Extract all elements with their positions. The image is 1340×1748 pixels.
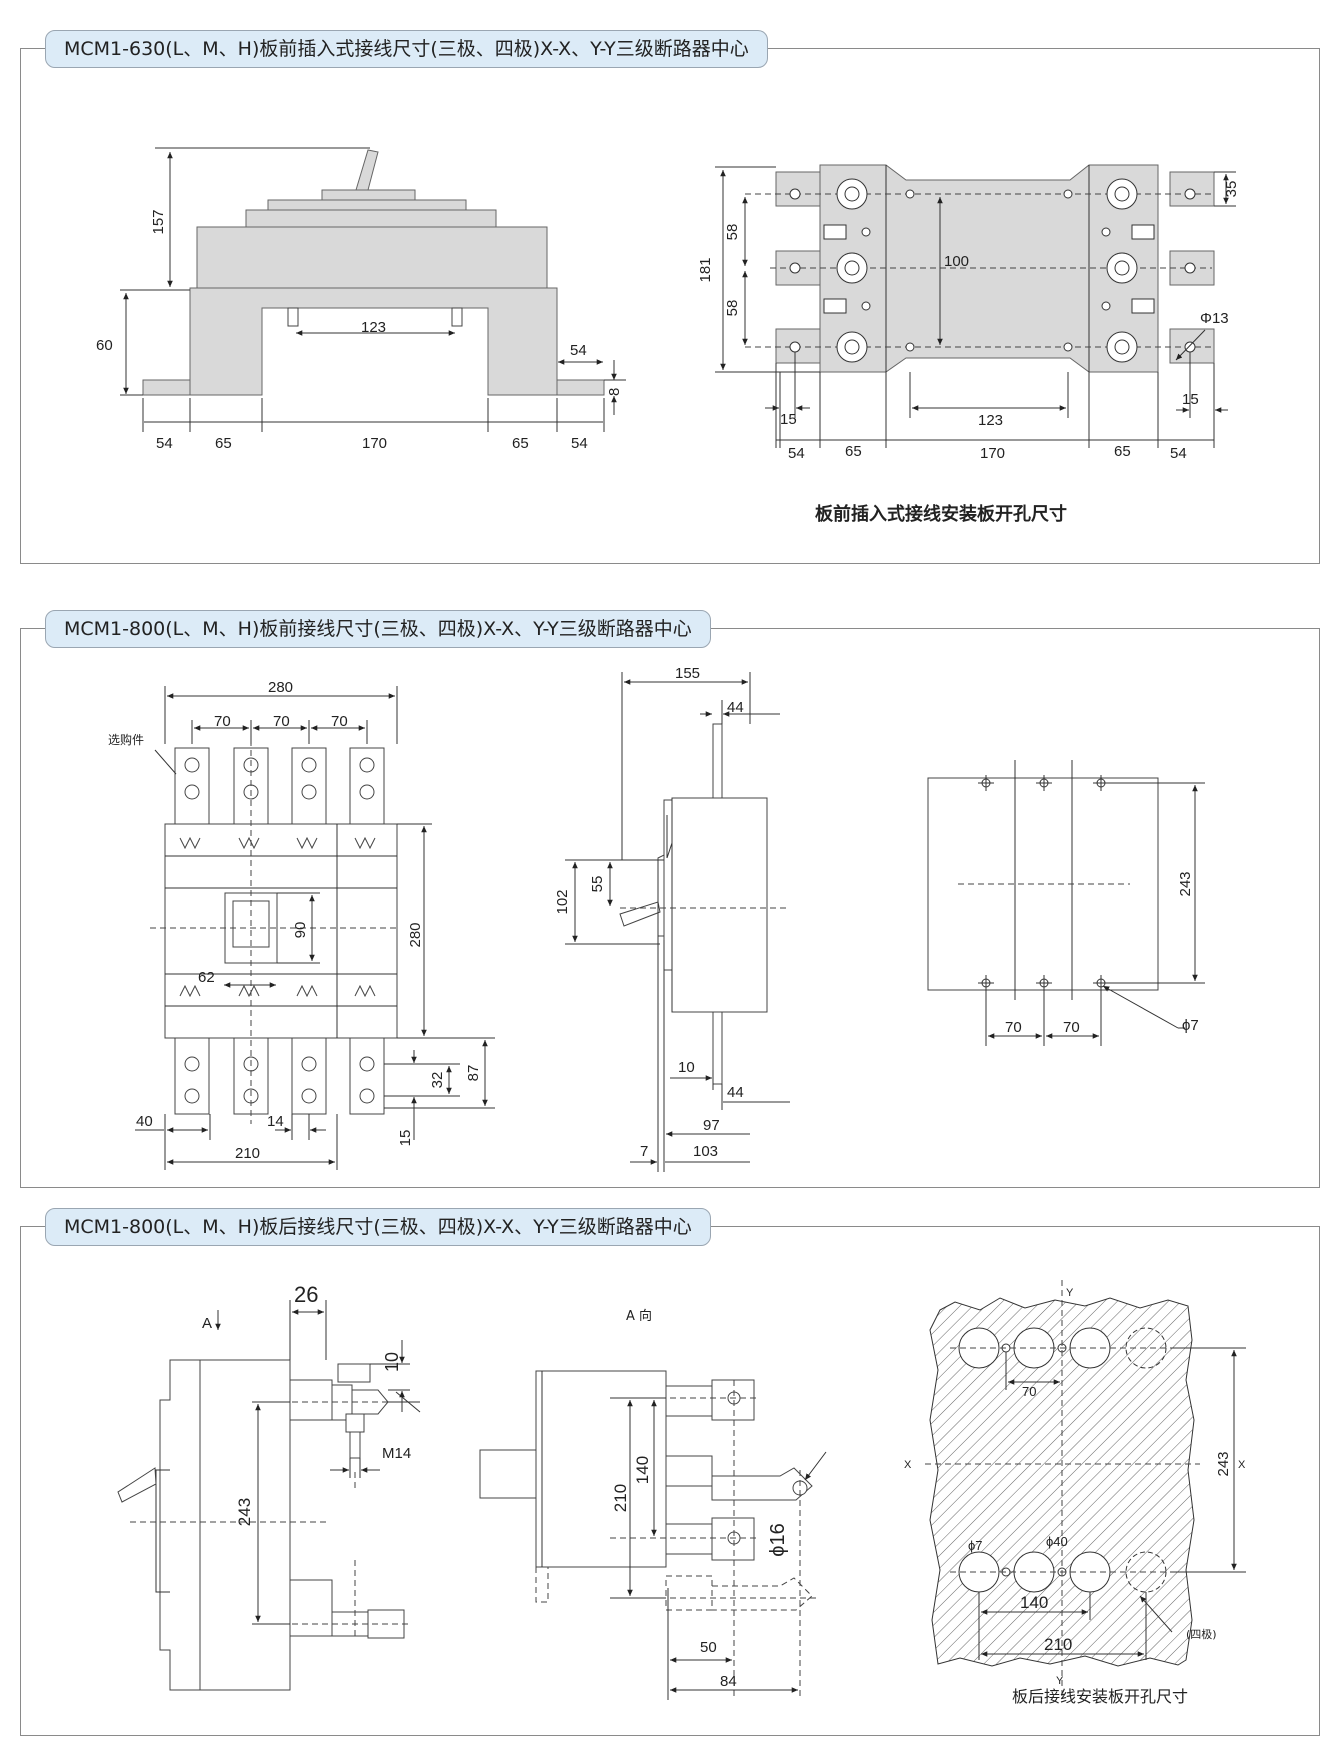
s3-view-dim-phi16: ϕ16 xyxy=(767,1523,789,1556)
s3-caption: 板后接线安装板开孔尺寸 xyxy=(1012,1687,1188,1706)
s2-front-dim-14: 14 xyxy=(267,1113,284,1130)
s1-plate-dim-123: 123 xyxy=(978,412,1003,429)
s2-side-dim-102: 102 xyxy=(554,889,571,914)
s2-front-view xyxy=(150,740,400,1124)
s3-plate-dim-210: 210 xyxy=(1044,1635,1072,1654)
s3-view-dim-140: 140 xyxy=(633,1456,652,1484)
s1-plate-dim-58a: 58 xyxy=(724,224,741,241)
s1-dim-123: 123 xyxy=(361,319,386,336)
s1-plate-dim-58b: 58 xyxy=(724,300,741,317)
s2-front-dim-32: 32 xyxy=(429,1072,446,1089)
s3-view-dim-84: 84 xyxy=(720,1673,737,1690)
s1-plate-dim-15r: 15 xyxy=(1182,391,1199,408)
section-1-title: MCM1-630(L、M、H)板前插入式接线尺寸(三极、四极)X-X、Y-Y三级… xyxy=(45,30,768,68)
s1-side-view xyxy=(142,149,605,396)
s3-side-dim-10: 10 xyxy=(382,1352,402,1372)
section-3-title: MCM1-800(L、M、H)板后接线尺寸(三极、四极)X-X、Y-Y三级断路器… xyxy=(45,1208,711,1246)
s1-dim-54-top: 54 xyxy=(570,342,587,359)
s2-front-dim-40: 40 xyxy=(136,1113,153,1130)
s1-caption: 板前插入式接线安装板开孔尺寸 xyxy=(815,503,1067,525)
s1-plate-dim-b1: 65 xyxy=(845,443,862,460)
s2-side-dims: 155 44 102 55 10 44 97 7 103 xyxy=(554,665,790,1165)
s3-plate-dim-243: 243 xyxy=(1215,1451,1232,1476)
s1-plate-dim-15l: 15 xyxy=(780,411,797,428)
s2-front-dim-70b: 70 xyxy=(273,713,290,730)
s2-front-dim-62: 62 xyxy=(198,969,215,986)
s1-dim-b3: 65 xyxy=(512,435,529,452)
s2-side-dim-155: 155 xyxy=(675,665,700,682)
s3-side-dim-m14: M14 xyxy=(382,1445,411,1462)
s2-plate-dim-70b: 70 xyxy=(1063,1019,1080,1036)
s2-plate-view xyxy=(927,760,1159,1000)
s2-front-dims: 280 70 70 70 选购件 280 90 62 32 87 15 xyxy=(108,679,495,1170)
s2-side-view xyxy=(619,723,790,1172)
s3-plate-dim-phi7: ϕ7 xyxy=(968,1538,983,1553)
s3-cutout-dims: Y Y X X 70 243 ϕ7 ϕ40 140 210 (四极) xyxy=(904,1287,1246,1687)
s2-side-dim-97: 97 xyxy=(703,1117,720,1134)
s2-side-dim-103: 103 xyxy=(693,1143,718,1160)
s2-plate-dim-243: 243 xyxy=(1177,871,1194,896)
s3-plate-dim-phi40: ϕ40 xyxy=(1046,1534,1068,1549)
s1-dim-b1: 65 xyxy=(215,435,232,452)
s1-plate-dim-35: 35 xyxy=(1223,181,1240,198)
s3-side-label-a: A xyxy=(202,1315,212,1332)
s2-front-dim-280h: 280 xyxy=(407,922,424,947)
s1-dim-b0: 54 xyxy=(156,435,173,452)
s3-plate-dim-140: 140 xyxy=(1020,1593,1048,1612)
section-3-drawings: A 26 10 M14 xyxy=(117,1280,1246,1706)
s3-plate-dim-70: 70 xyxy=(1022,1384,1036,1399)
s3-side-dims: 26 10 M14 243 xyxy=(235,1282,411,1625)
s3-cutout-plate xyxy=(925,1280,1200,1700)
s3-view-dim-210: 210 xyxy=(611,1484,630,1512)
s2-side-dim-10: 10 xyxy=(678,1059,695,1076)
s3-plate-x-right: X xyxy=(1238,1459,1246,1471)
s3-a-view-dims: 210 140 ϕ16 50 84 xyxy=(610,1397,827,1700)
s2-front-optional-label: 选购件 xyxy=(108,732,144,747)
s2-front-dim-280w: 280 xyxy=(268,679,293,696)
s3-plate-y-bottom: Y xyxy=(1056,1675,1064,1687)
s3-plate-four-pole: (四极) xyxy=(1186,1627,1217,1641)
s2-front-dim-90: 90 xyxy=(292,922,309,939)
section-1-drawings: 157 60 123 54 8 54 65 170 65 54 xyxy=(96,147,1240,525)
s1-plate-dim-b4: 54 xyxy=(1170,445,1187,462)
s1-dim-60: 60 xyxy=(96,337,113,354)
s2-plate-dims: 243 70 70 ϕ7 xyxy=(985,782,1205,1046)
s1-plate-dim-b2: 170 xyxy=(980,445,1005,462)
s3-plate-x-left: X xyxy=(904,1459,912,1471)
s3-side-dim-26: 26 xyxy=(294,1282,318,1307)
s2-front-dim-70a: 70 xyxy=(214,713,231,730)
s2-front-dim-70c: 70 xyxy=(331,713,348,730)
section-2-drawings: 280 70 70 70 选购件 280 90 62 32 87 15 xyxy=(108,665,1205,1172)
s1-dim-b2: 170 xyxy=(362,435,387,452)
s1-plate-dim-100: 100 xyxy=(944,253,969,270)
s1-dim-157: 157 xyxy=(150,209,167,234)
s2-side-dim-7: 7 xyxy=(640,1143,648,1160)
s2-side-dim-44t: 44 xyxy=(727,699,744,716)
s1-side-dims: 157 60 123 54 8 54 65 170 65 54 xyxy=(96,147,626,452)
s1-plate-dims: 181 58 58 100 35 Φ13 123 15 15 54 65 xyxy=(697,166,1240,462)
s1-plate-dim-181: 181 xyxy=(697,257,714,282)
s3-view-label: A 向 xyxy=(626,1308,652,1324)
s2-side-dim-55: 55 xyxy=(589,876,606,893)
s1-plate-dim-b0: 54 xyxy=(788,445,805,462)
s2-plate-dim-70a: 70 xyxy=(1005,1019,1022,1036)
s3-view-dim-50: 50 xyxy=(700,1639,717,1656)
s3-side-dim-243: 243 xyxy=(235,1498,254,1526)
s1-dim-8: 8 xyxy=(606,388,623,396)
section-2-title: MCM1-800(L、M、H)板前接线尺寸(三极、四极)X-X、Y-Y三级断路器… xyxy=(45,610,711,648)
s2-side-dim-44b: 44 xyxy=(727,1084,744,1101)
s3-a-view: A 向 xyxy=(479,1308,820,1700)
s2-front-dim-15: 15 xyxy=(397,1130,414,1147)
s1-plate-view xyxy=(745,164,1215,373)
s2-front-dim-210: 210 xyxy=(235,1145,260,1162)
s1-dim-b4: 54 xyxy=(571,435,588,452)
s3-side-view: A xyxy=(117,1310,421,1691)
s3-plate-y-top: Y xyxy=(1066,1287,1074,1299)
s2-front-dim-87: 87 xyxy=(465,1065,482,1082)
s1-plate-dim-b3: 65 xyxy=(1114,443,1131,460)
s1-plate-dim-phi13: Φ13 xyxy=(1200,310,1229,327)
s2-plate-dim-phi7: ϕ7 xyxy=(1182,1017,1199,1034)
